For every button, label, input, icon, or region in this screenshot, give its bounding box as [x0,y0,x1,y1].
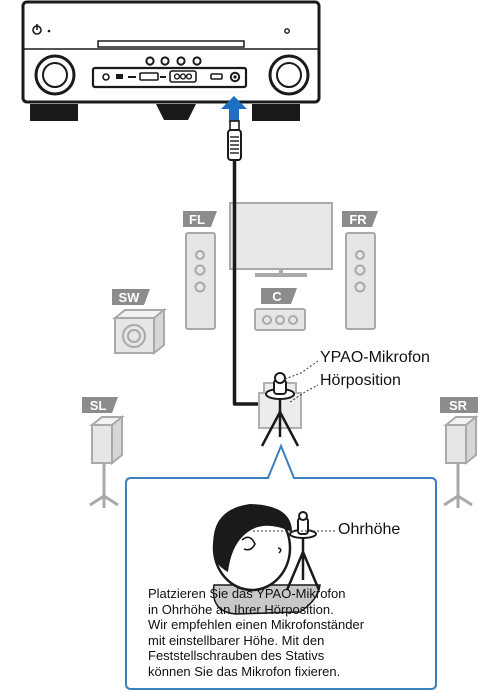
badge-front-right: FR [342,211,378,227]
volume-knob-left [34,54,76,96]
speaker-front-right [345,232,376,330]
instruction-line: Platzieren Sie das YPAO-Mikrofon [148,586,346,601]
instruction-line: in Ohrhöhe an Ihrer Hörposition. [148,601,334,617]
up-arrow-icon [221,96,247,121]
instruction-line: können Sie das Mikrofon fixieren. [148,663,341,679]
microphone-label: YPAO-Mikrofon [320,349,430,366]
badge-center: C [261,288,297,304]
instruction-line: Wir empfehlen einen Mikrofonständer [148,617,365,632]
instruction-line: Feststellschrauben des Stativs [148,648,325,663]
subwoofer [112,307,167,356]
instruction-text: Platzieren Sie das YPAO-Mikrofon in Ohrh… [148,586,448,679]
speaker-surround-right [443,414,478,508]
badge-label-front-left: FL [189,212,205,227]
microphone-on-tripod [260,372,300,447]
volume-knob-right [268,54,310,96]
badge-label-front-right: FR [349,212,367,227]
badge-front-left: FL [183,211,217,227]
badge-label-subwoofer: SW [119,290,141,305]
badge-label-surround-right: SR [449,398,468,413]
badge-subwoofer: SW [112,289,150,305]
microphone-detail [285,511,321,591]
speaker-surround-left [89,414,125,508]
instruction-line: mit einstellbarer Höhe. Mit den [148,632,325,648]
tv [229,202,333,277]
mic-input-jack [229,71,241,83]
person-head-illustration [212,504,321,615]
ear-height-label: Ohrhöhe [338,521,401,538]
av-receiver [21,0,321,121]
badge-surround-right: SR [440,397,478,413]
power-icon [32,24,42,35]
badge-surround-left: SL [82,397,118,413]
listening-position-label: Hörposition [320,372,401,389]
speaker-front-left [185,232,216,330]
badge-label-center: C [272,289,282,304]
badge-label-surround-left: SL [90,398,107,413]
speaker-center [254,308,306,331]
